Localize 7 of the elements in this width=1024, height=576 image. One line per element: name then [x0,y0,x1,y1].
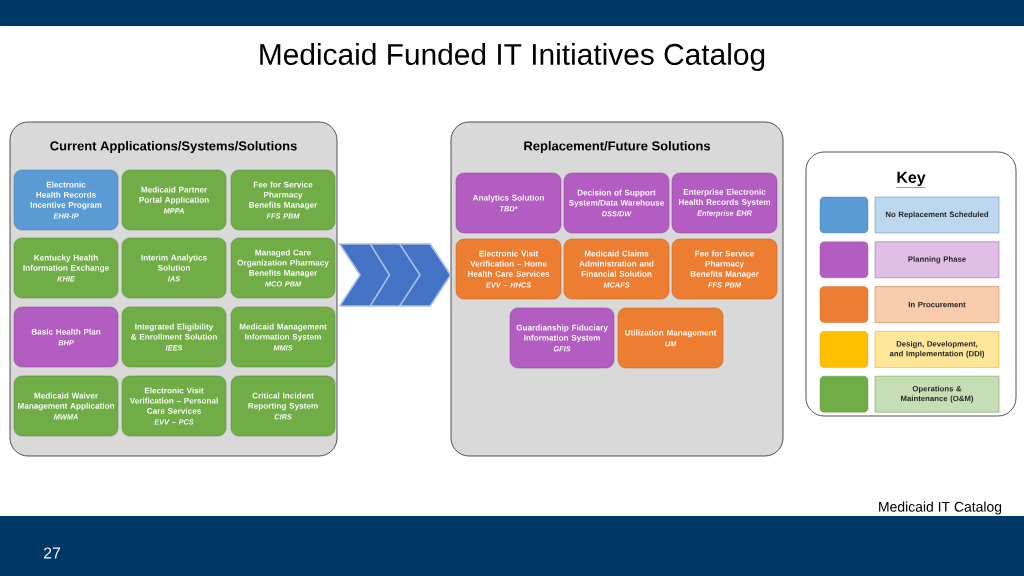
catalog-label: Medicaid IT Catalog [879,501,1002,515]
panel-heading: Replacement/Future Solutions [524,140,710,154]
panel-heading: Current Applications/Systems/Solutions [50,140,297,154]
page-number: 27 [43,547,61,559]
title: Medicaid Funded IT Initiatives Catalog [260,43,765,71]
key-heading: Key [896,171,926,188]
chevron-arrow [338,243,452,307]
